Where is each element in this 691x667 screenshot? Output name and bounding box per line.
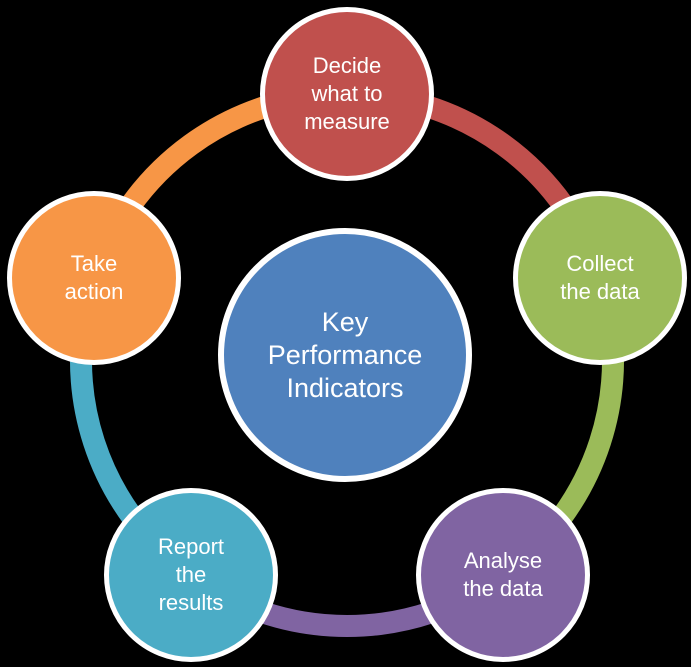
label-line: measure	[304, 109, 390, 134]
node-label-collect: Collect the data	[560, 250, 640, 306]
node-label-decide: Decide what to measure	[304, 52, 390, 136]
node-label-analyse: Analyse the data	[463, 547, 543, 603]
node-circle-report: Report the results	[104, 488, 278, 662]
label-line: Key	[321, 306, 369, 337]
label-line: Report	[157, 534, 225, 559]
node-circle-collect: Collect the data	[513, 191, 687, 365]
center-circle-kpi: Key Performance Indicators	[218, 228, 472, 482]
label-line: the data	[463, 576, 543, 601]
label-line: Collect	[566, 251, 634, 276]
node-label-take-action: Take action	[65, 250, 124, 306]
label-line: Take	[70, 251, 118, 276]
label-line: action	[64, 279, 124, 304]
label-line: what to	[311, 81, 383, 106]
label-line: Analyse	[463, 548, 543, 573]
label-line: Indicators	[286, 372, 404, 403]
node-circle-take-action: Take action	[7, 191, 181, 365]
node-label-report: Report the results	[158, 533, 224, 617]
node-circle-decide: Decide what to measure	[260, 7, 434, 181]
label-line: Performance	[267, 339, 423, 370]
label-line: results	[158, 590, 224, 615]
label-line: the data	[560, 279, 640, 304]
node-circle-analyse: Analyse the data	[416, 488, 590, 662]
center-label-kpi: Key Performance Indicators	[268, 306, 423, 405]
label-line: the	[175, 562, 207, 587]
label-line: Decide	[312, 53, 382, 78]
